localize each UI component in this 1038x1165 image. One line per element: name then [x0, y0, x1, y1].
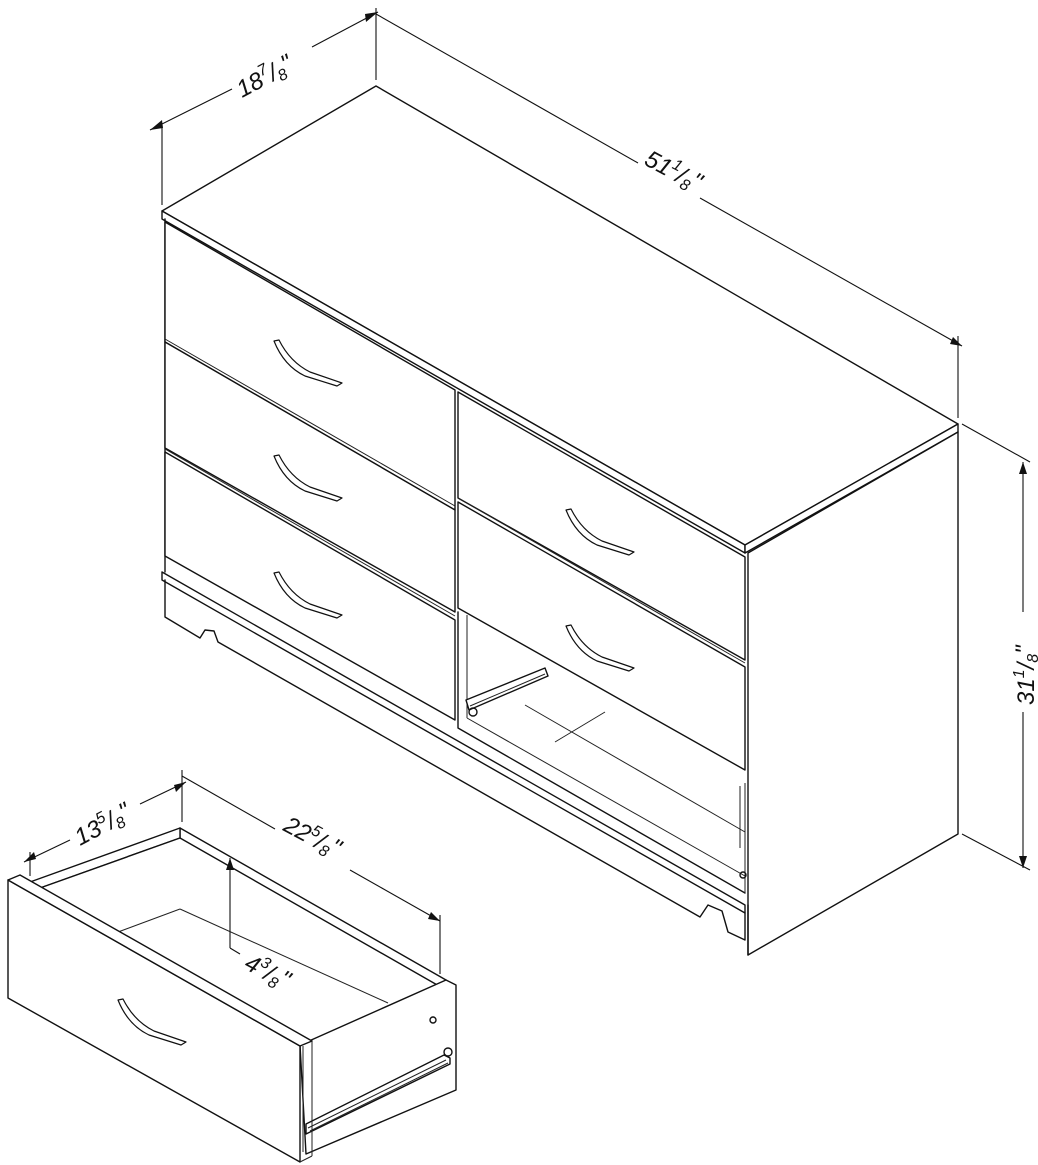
drawer-slide-rail-inner: [465, 667, 549, 717]
drawer-handle-right-1: [565, 508, 635, 556]
width-label: 511/8": [639, 144, 708, 200]
depth-label: 187/8": [231, 49, 300, 105]
drawer-handle-right-2: [565, 624, 635, 672]
dresser-base: [161, 571, 749, 956]
removed-drawer: [7, 827, 457, 1163]
drawer-handle-left-1: [273, 339, 343, 387]
right-drawer-1: [457, 391, 746, 661]
dresser-side-panel: [747, 431, 959, 956]
drawer-depth-label: 225/8": [277, 809, 346, 866]
left-drawer-3: [164, 451, 456, 721]
drawer-width-label: 135/8": [69, 797, 138, 853]
drawer-handle-left-3: [273, 571, 343, 619]
height-label: 311/8": [1011, 644, 1038, 705]
right-drawer-bay-open: [457, 611, 747, 894]
drawer-handle-removed: [117, 998, 187, 1046]
dresser: [161, 85, 959, 956]
right-drawer-2: [457, 501, 746, 771]
dimension-height: 311/8": [961, 423, 1038, 871]
drawer-slide-rail: [305, 1047, 453, 1135]
drawer-handle-left-2: [273, 454, 343, 502]
left-drawer-2: [164, 341, 456, 613]
